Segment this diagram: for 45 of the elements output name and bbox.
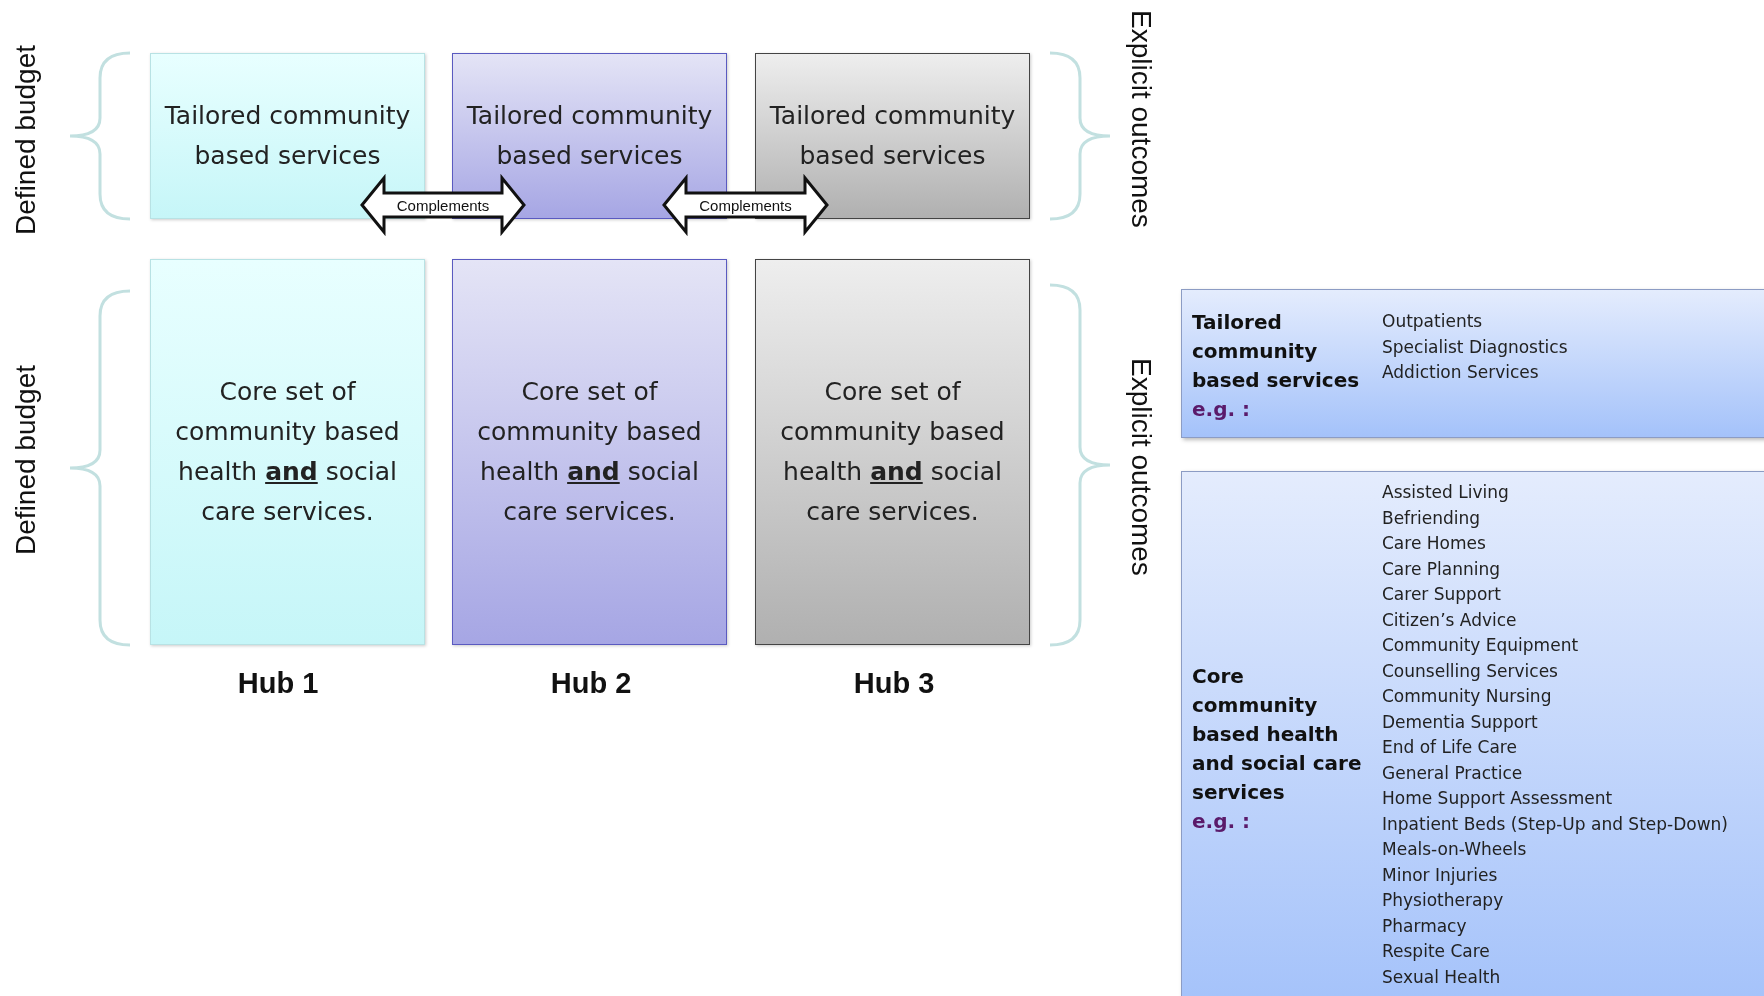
list-item: Citizen’s Advice [1382, 608, 1517, 632]
list-item: Home Support Assessment [1382, 787, 1613, 810]
box-text: Tailored community based services [465, 100, 714, 172]
list-item: Physiotherapy [1382, 889, 1504, 912]
list-item: Addiction Services [1382, 361, 1539, 384]
list-item: Care Planning [1382, 557, 1500, 581]
list-item: Community Nursing [1382, 685, 1552, 708]
list-item: Community Equipment [1382, 634, 1579, 657]
list-item: Respite Care [1382, 940, 1490, 963]
list-item: Sexual Health [1382, 965, 1501, 989]
side-label: Defined budget [10, 365, 42, 555]
heading-text: Tailored community based services [1192, 309, 1361, 394]
list-item: End of Life Care [1382, 736, 1517, 759]
list-item: Specialist Diagnostics [1382, 335, 1568, 359]
example-label: e.g. : [1192, 396, 1251, 423]
side-label: Explicit outcomes [1125, 358, 1157, 576]
list-item: Dementia Support [1382, 710, 1538, 734]
side-label: Defined budget [10, 45, 42, 235]
list-item: Befriending [1382, 506, 1481, 530]
example-label: e.g. : [1192, 808, 1251, 835]
heading-text: Core community based health and social care services [1192, 663, 1363, 806]
list-item: Carer Support [1382, 583, 1501, 606]
box-text: Core set of community based health and social care services. [174, 376, 401, 528]
box-text: Core set of community based health and social care services. [476, 376, 703, 528]
list-item: Care Homes [1382, 532, 1486, 555]
info-panel [1181, 471, 1764, 996]
list-item: Minor Injuries [1382, 863, 1498, 887]
list-item: Outpatients [1382, 310, 1483, 333]
column-label: Hub 1 [236, 667, 320, 700]
list-item: Assisted Living [1382, 481, 1509, 504]
box-text: Tailored community based services [768, 100, 1017, 172]
side-label: Explicit outcomes [1125, 10, 1157, 228]
list-item: Counselling Services [1382, 659, 1558, 683]
column-label: Hub 3 [852, 667, 936, 700]
service-box [755, 259, 1030, 645]
info-panel [1181, 289, 1764, 438]
box-text: Core set of community based health and social care services. [779, 376, 1006, 528]
list-item: Meals-on-Wheels [1382, 838, 1527, 861]
box-text: Tailored community based services [163, 100, 412, 172]
column-label: Hub 2 [549, 667, 633, 700]
service-box [150, 259, 425, 645]
list-item: General Practice [1382, 761, 1523, 785]
list-item: Inpatient Beds (Step-Up and Step-Down) [1382, 812, 1728, 836]
list-item: Pharmacy [1382, 914, 1467, 938]
service-box [452, 259, 727, 645]
